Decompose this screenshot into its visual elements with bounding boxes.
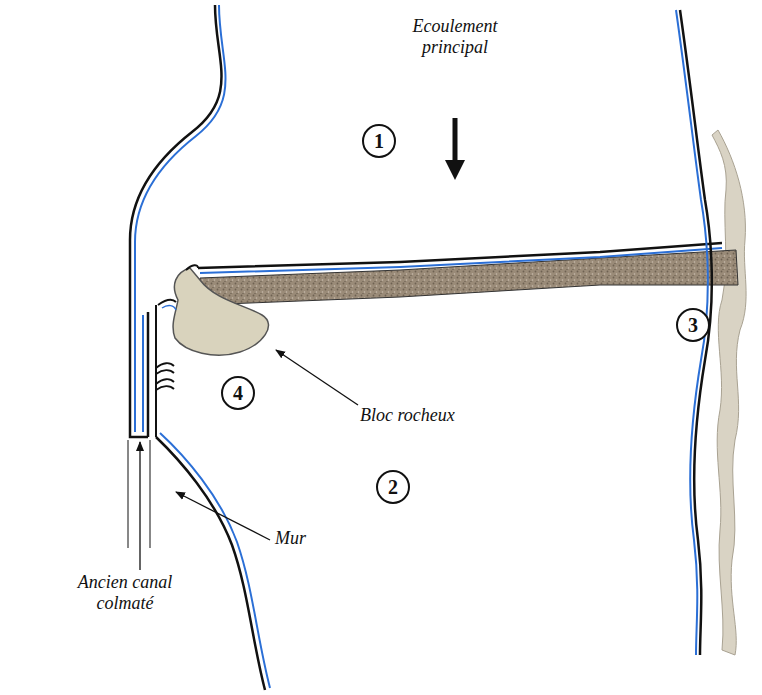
bank-line (130, 5, 222, 437)
part-label: Mur (275, 528, 306, 549)
flow-arrow (453, 118, 458, 165)
part-label: Ancien canal colmaté (70, 572, 180, 613)
rock-strip (712, 130, 746, 655)
rock-block (173, 268, 268, 355)
part-label: Bloc rocheux (360, 405, 455, 426)
callout-number: 4 (221, 376, 255, 410)
old-canal (128, 440, 150, 548)
bank-line (186, 265, 198, 270)
wall (147, 312, 150, 437)
callout-number: 3 (676, 308, 710, 342)
water-line (142, 315, 144, 432)
callout-number: 2 (376, 470, 410, 504)
water-line (162, 306, 176, 310)
flow-arrowhead (445, 160, 465, 180)
flow-label: Ecoulement principal (395, 16, 515, 57)
leader-arrow (176, 492, 270, 540)
bank-line (158, 300, 176, 305)
water-line (200, 248, 722, 273)
leader-arrow (276, 350, 358, 405)
wall (155, 305, 157, 437)
bank-line (156, 437, 265, 690)
water-line (160, 433, 270, 688)
leader-arrow (139, 442, 140, 570)
outlet (156, 363, 174, 390)
callout-number: 1 (362, 124, 396, 158)
